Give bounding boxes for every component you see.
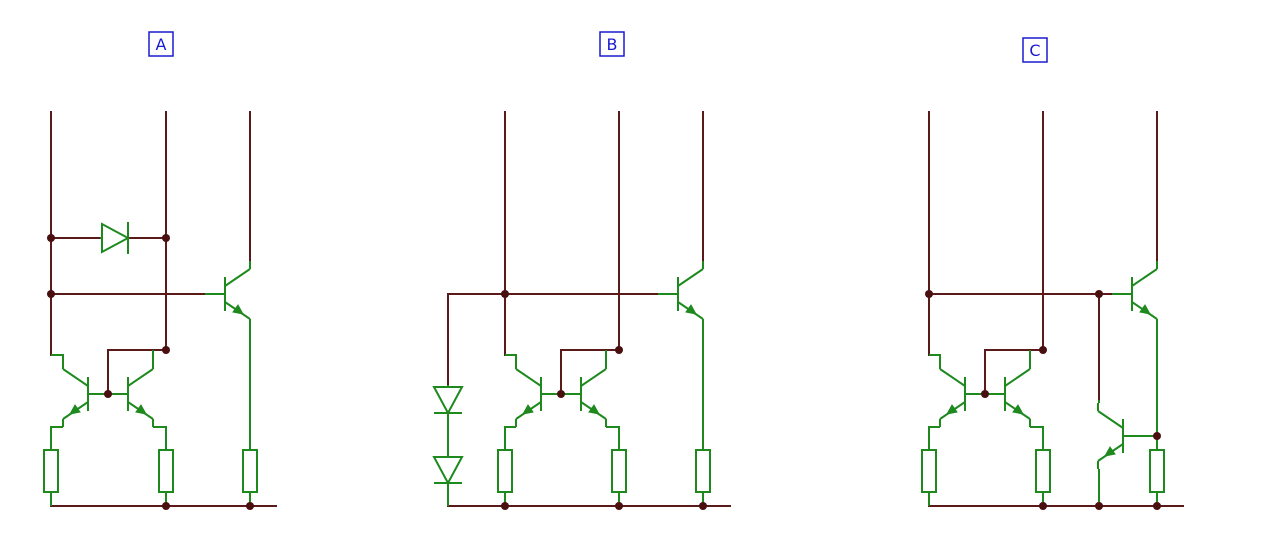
svg-text:B: B bbox=[607, 35, 618, 54]
label-a: A bbox=[148, 31, 174, 57]
transistor-right bbox=[107, 360, 154, 428]
diode bbox=[432, 386, 464, 416]
transistor-left bbox=[940, 361, 985, 427]
transistor-right bbox=[560, 360, 607, 428]
circuit-b: B bbox=[432, 31, 731, 510]
transistor-right bbox=[984, 360, 1031, 428]
label-c: C bbox=[1022, 37, 1048, 63]
transistor-limit bbox=[1098, 403, 1143, 469]
diode bbox=[100, 222, 131, 254]
resistor bbox=[242, 449, 258, 493]
resistor bbox=[1149, 449, 1165, 493]
resistor bbox=[158, 449, 174, 493]
resistor bbox=[43, 449, 59, 493]
svg-text:C: C bbox=[1029, 41, 1040, 60]
resistor bbox=[921, 449, 937, 493]
transistor-left bbox=[516, 361, 561, 427]
resistor bbox=[497, 449, 513, 493]
resistor bbox=[611, 449, 627, 493]
svg-text:A: A bbox=[156, 35, 167, 54]
resistor bbox=[1035, 449, 1051, 493]
resistor bbox=[695, 449, 711, 493]
transistor-left bbox=[63, 361, 108, 427]
circuit-a: A bbox=[43, 31, 277, 510]
circuit-c: C bbox=[921, 37, 1184, 510]
label-b: B bbox=[599, 31, 625, 57]
diode bbox=[432, 456, 464, 486]
